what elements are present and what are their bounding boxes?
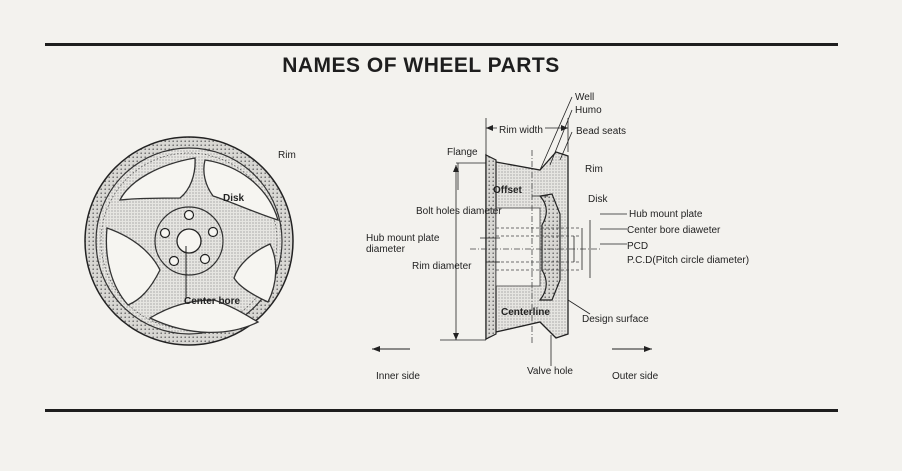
label-humo: Humo xyxy=(575,105,602,116)
label-pcd: PCD xyxy=(627,241,649,252)
label-flange: Flange xyxy=(447,147,478,158)
page-title: NAMES OF WHEEL PARTS xyxy=(282,54,560,77)
label-offset: Offset xyxy=(493,185,522,196)
label-valve-hole: Valve hole xyxy=(527,366,573,377)
spoke-window xyxy=(233,243,277,303)
spoke-window xyxy=(118,157,196,201)
label-disk-front: Disk xyxy=(223,193,245,204)
label-hub-mount-plate: Hub mount plate xyxy=(629,209,703,220)
spoke-window xyxy=(148,299,260,334)
label-bead-seats: Bead seats xyxy=(576,126,627,137)
label-center-bore: Center bore xyxy=(184,296,241,307)
label-outer-side: Outer side xyxy=(612,371,659,382)
disk-section xyxy=(538,193,561,301)
front-view-wheel xyxy=(84,136,294,346)
bottom-rule xyxy=(45,409,838,412)
side-view-wheel xyxy=(440,96,627,366)
label-disk-side: Disk xyxy=(588,194,608,205)
label-pcd-full: P.C.D(Pitch circle diameter) xyxy=(627,255,750,266)
outer-side-arrow xyxy=(612,346,652,352)
label-inner-side: Inner side xyxy=(376,371,420,382)
spoke-window xyxy=(203,159,279,221)
flange xyxy=(485,154,497,340)
label-rim-width: Rim width xyxy=(497,125,545,136)
spoke-window xyxy=(105,227,161,306)
label-center-bore-diameter: Center bore diaweter xyxy=(627,225,721,236)
inner-side-arrow xyxy=(372,346,410,352)
label-bolt-holes-diameter: Bolt holes diameter xyxy=(416,206,502,217)
label-rim-diameter: Rim diameter xyxy=(412,261,472,272)
label-hub-mount-plate-diameter-1: Hub mount plate xyxy=(366,233,440,244)
label-design-surface: Design surface xyxy=(582,314,649,325)
label-hub-mount-plate-diameter-2: diameter xyxy=(366,244,405,255)
label-centerline: Centerline xyxy=(501,307,550,318)
label-well: Well xyxy=(575,92,595,103)
label-rim-front: Rim xyxy=(278,150,296,161)
top-rule xyxy=(45,43,838,46)
label-rim-side: Rim xyxy=(585,164,603,175)
center-bore xyxy=(176,228,202,254)
